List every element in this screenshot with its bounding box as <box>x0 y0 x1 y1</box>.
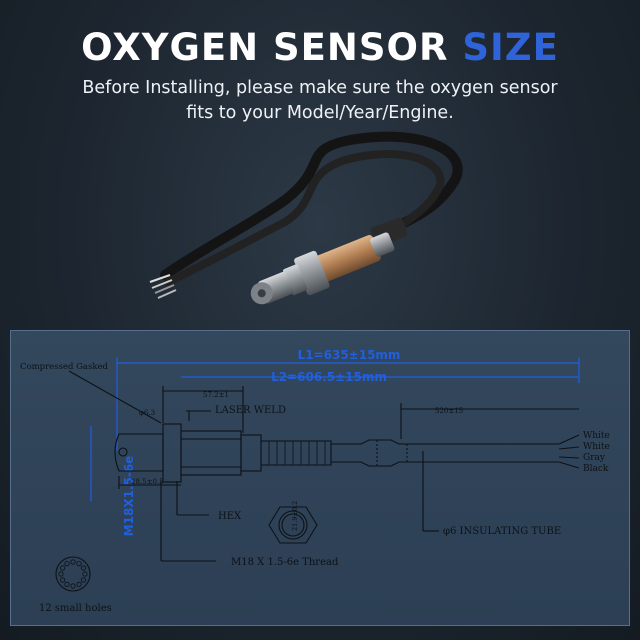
diagram-panel: L1=635±15mm L2=606.5±15mm M18X1.5-6e <box>10 330 630 626</box>
cable-inner-loop <box>164 150 445 286</box>
technical-drawing: L1=635±15mm L2=606.5±15mm M18X1.5-6e <box>20 348 610 614</box>
sensor-body <box>250 232 395 305</box>
subtitle-line-1: Before Installing, please make sure the … <box>82 78 558 98</box>
label-dim-520: 520±15 <box>435 407 463 415</box>
dim-thread-vertical: M18X1.5-6e <box>122 456 136 537</box>
dim-l2: L2=606.5±15mm <box>271 370 387 384</box>
label-compressed-gasket: Compressed Gasked <box>20 362 109 372</box>
wire-ends <box>149 274 177 299</box>
header: OXYGEN SENSOR SIZE Before Installing, pl… <box>0 26 640 126</box>
subtitle-line-2: fits to your Model/Year/Engine. <box>186 103 454 123</box>
label-dim-phi63: φ6.3 <box>139 409 155 417</box>
cable-outer-loop <box>160 131 463 280</box>
label-insulating-tube: φ6 INSULATING TUBE <box>443 526 561 537</box>
drawing-outline <box>55 370 580 592</box>
label-hex: HEX <box>218 511 242 522</box>
label-dim-28: 28.5±0.5 <box>131 478 164 486</box>
label-small-holes: 12 small holes <box>39 603 112 614</box>
label-wire-1: White <box>583 431 610 441</box>
dim-l1: L1=635±15mm <box>298 348 401 362</box>
label-wire-3: Gray <box>583 453 606 463</box>
label-wire-2: White <box>583 442 610 452</box>
page-title: OXYGEN SENSOR SIZE <box>0 26 640 70</box>
label-laser-weld: LASER WELD <box>215 405 286 416</box>
subtitle: Before Installing, please make sure the … <box>0 76 640 126</box>
small-holes-pattern <box>58 559 88 589</box>
drawing-labels: Compressed Gasked LASER WELD 57.2±1 520±… <box>20 362 610 614</box>
label-hex-size: 21.9±0.2 <box>291 501 299 531</box>
dimension-lines-blue <box>90 357 580 501</box>
label-dim-57: 57.2±1 <box>203 391 229 399</box>
oxygen-sensor-photo <box>149 131 463 305</box>
label-thread: M18 X 1.5-6e Thread <box>231 557 339 568</box>
title-main: OXYGEN SENSOR <box>81 26 449 69</box>
title-accent: SIZE <box>462 26 559 69</box>
label-wire-4: Black <box>583 464 609 474</box>
